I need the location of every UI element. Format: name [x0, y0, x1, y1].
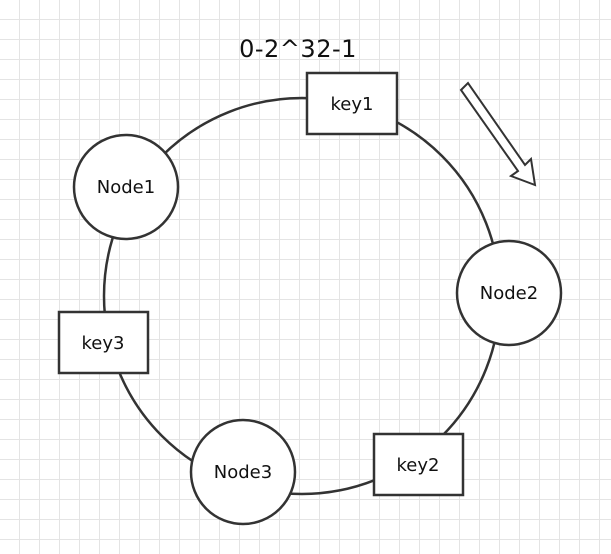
key-key2: key2 [372, 432, 465, 497]
node-node1: Node1 [72, 133, 180, 241]
node-label: Node1 [97, 177, 155, 198]
clockwise-arrow-icon [459, 81, 537, 187]
range-label: 0-2^32-1 [239, 35, 357, 63]
node-label: Node3 [214, 462, 272, 483]
key-label: key1 [331, 94, 374, 115]
key-key3: key3 [57, 310, 150, 375]
node-node2: Node2 [455, 239, 563, 347]
key-key1: key1 [305, 71, 399, 136]
node-node3: Node3 [189, 418, 297, 526]
node-label: Node2 [480, 283, 538, 304]
key-label: key3 [82, 333, 125, 354]
key-label: key2 [397, 455, 440, 476]
